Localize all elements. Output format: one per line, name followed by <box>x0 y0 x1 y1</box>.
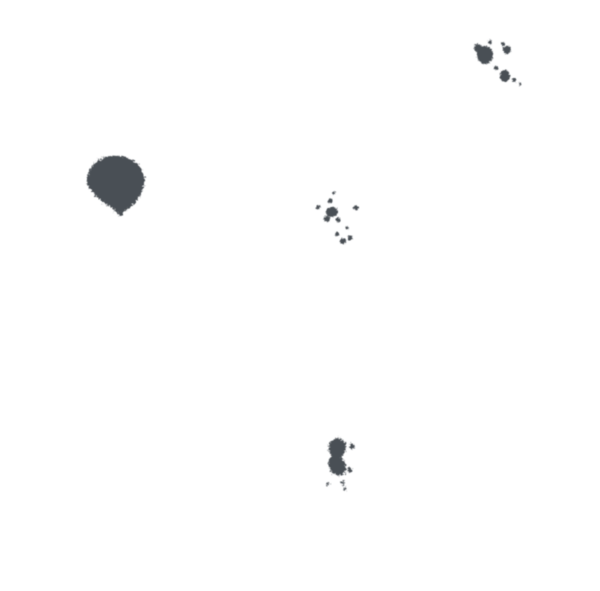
speck-cluster-center <box>316 191 359 244</box>
speck-cluster-top-right <box>474 40 522 86</box>
speck-cluster-bottom <box>326 437 355 491</box>
speck-cluster-left <box>86 155 145 216</box>
